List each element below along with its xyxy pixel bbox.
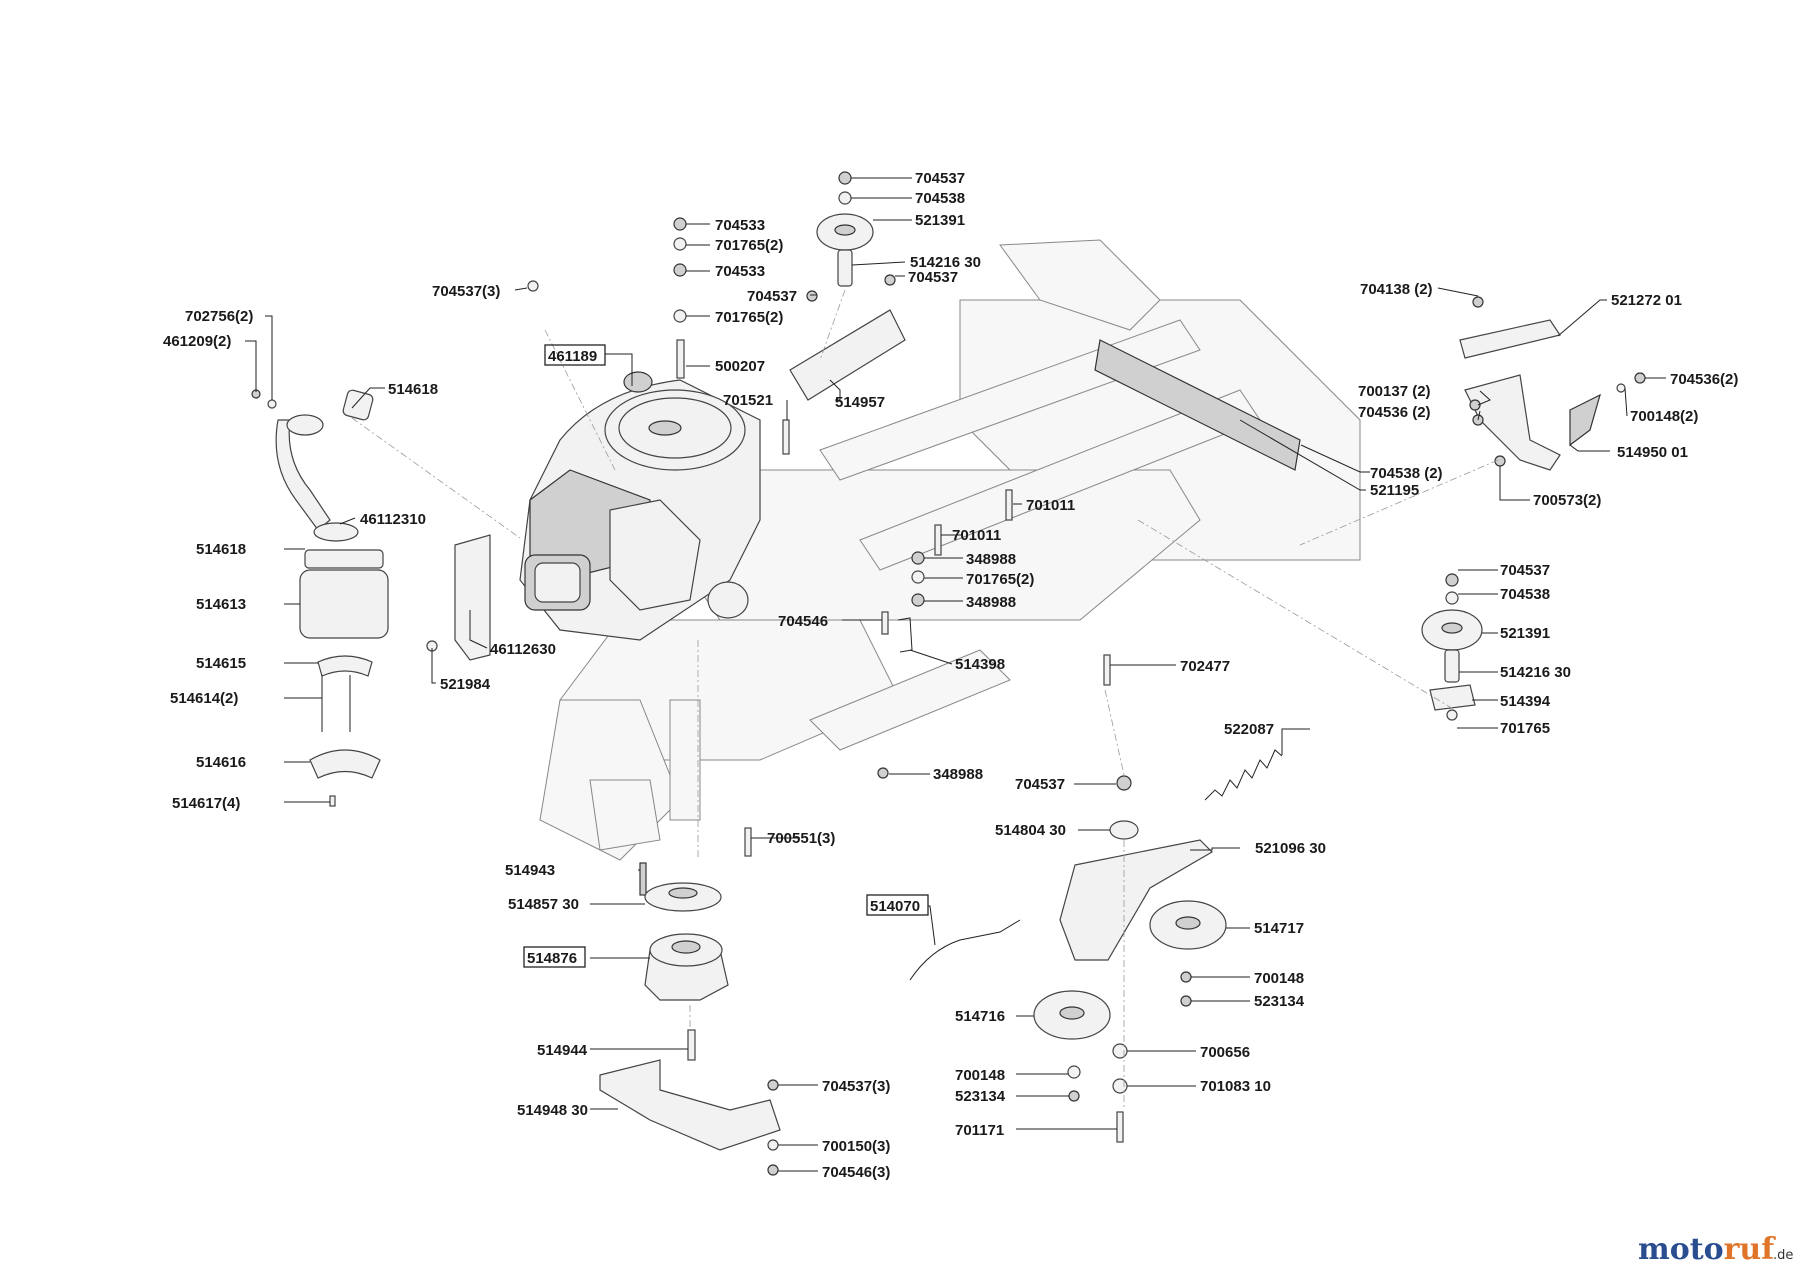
callout-32: 704546 <box>778 613 828 630</box>
brand-name-a: moto <box>1638 1232 1724 1267</box>
callout-66: 700148 <box>955 1067 1005 1084</box>
callout-0: 704537 <box>915 170 965 187</box>
callout-48: 514216 30 <box>1500 664 1571 681</box>
brand-name-b: ruf <box>1724 1232 1777 1267</box>
callout-12: 461209(2) <box>163 333 231 350</box>
callout-39: 704536(2) <box>1670 371 1738 388</box>
callout-20: 514613 <box>196 596 246 613</box>
callout-42: 704538 (2) <box>1370 465 1443 482</box>
callout-64: 514716 <box>955 1008 1005 1025</box>
callout-50: 701765 <box>1500 720 1550 737</box>
callout-14: 500207 <box>715 358 765 375</box>
callout-65: 700656 <box>1200 1044 1250 1061</box>
leader-lines <box>245 177 1666 1172</box>
callout-23: 514616 <box>196 754 246 771</box>
callout-labels: 704537 704538 521391 704533 701765(2) 70… <box>163 170 1738 1181</box>
callout-73: 700150(3) <box>822 1138 890 1155</box>
callout-55: 521096 30 <box>1255 840 1326 857</box>
callout-49: 514394 <box>1500 693 1551 710</box>
callout-58: 514857 30 <box>508 896 579 913</box>
callout-43: 521195 <box>1370 482 1419 499</box>
callout-60: 514876 <box>527 950 577 967</box>
callout-4: 701765(2) <box>715 237 783 254</box>
callout-53: 522087 <box>1224 721 1274 738</box>
callout-9: 704537 <box>747 288 797 305</box>
assembly-center-lines <box>351 289 1499 1110</box>
callout-69: 701171 <box>955 1122 1004 1139</box>
brand-logo: motoruf .de <box>1638 1232 1793 1267</box>
callout-37: 700137 (2) <box>1358 383 1431 400</box>
brand-suffix: .de <box>1773 1248 1793 1263</box>
callout-33: 514398 <box>955 656 1005 673</box>
callout-61: 514717 <box>1254 920 1304 937</box>
callout-27: 701011 <box>1026 497 1075 514</box>
callout-35: 704138 (2) <box>1360 281 1433 298</box>
hardware-parts <box>251 171 1646 1176</box>
callout-62: 700148 <box>1254 970 1304 987</box>
callout-54: 514804 30 <box>995 822 1066 839</box>
callout-7: 704537(3) <box>432 283 500 300</box>
callout-6: 514216 30 <box>910 254 981 271</box>
callout-67: 523134 <box>955 1088 1006 1105</box>
callout-17: 514618 <box>388 381 438 398</box>
callout-44: 700573(2) <box>1533 492 1601 509</box>
callout-31: 348988 <box>966 594 1016 611</box>
callout-21: 514615 <box>196 655 246 672</box>
callout-box-514070 <box>866 894 929 916</box>
callout-15: 514957 <box>835 394 885 411</box>
callout-59: 514070 <box>870 898 920 915</box>
callout-28: 701011 <box>952 527 1001 544</box>
callout-18: 46112310 <box>360 511 426 528</box>
callout-70: 514944 <box>537 1042 588 1059</box>
callout-68: 701083 10 <box>1200 1078 1271 1095</box>
callout-24: 514617(4) <box>172 795 240 812</box>
callout-box-461189 <box>544 344 606 366</box>
engine-illustration <box>519 371 761 641</box>
callout-57: 514943 <box>505 862 555 879</box>
callout-2: 521391 <box>915 212 965 229</box>
callout-36: 521272 01 <box>1611 292 1682 309</box>
callout-51: 348988 <box>933 766 983 783</box>
callout-72: 514948 30 <box>517 1102 588 1119</box>
callout-19: 514618 <box>196 541 246 558</box>
callout-11: 702756(2) <box>185 308 253 325</box>
callout-38: 704536 (2) <box>1358 404 1431 421</box>
callout-8: 704537 <box>908 269 958 286</box>
callout-41: 514950 01 <box>1617 444 1688 461</box>
callout-45: 704537 <box>1500 562 1550 579</box>
callout-13: 461189 <box>548 348 597 365</box>
callout-16: 701521 <box>723 392 773 409</box>
callout-47: 521391 <box>1500 625 1550 642</box>
callout-5: 704533 <box>715 263 765 280</box>
callout-22: 514614(2) <box>170 690 238 707</box>
callout-26: 521984 <box>440 676 491 693</box>
callout-52: 704537 <box>1015 776 1065 793</box>
callout-29: 348988 <box>966 551 1016 568</box>
callout-3: 704533 <box>715 217 765 234</box>
callout-56: 700551(3) <box>767 830 835 847</box>
callout-71: 704537(3) <box>822 1078 890 1095</box>
svg-text:motoruf: motoruf <box>1638 1232 1776 1267</box>
callout-25: 46112630 <box>490 641 556 658</box>
callout-box-514876 <box>523 946 586 968</box>
callout-1: 704538 <box>915 190 965 207</box>
exhaust-assembly <box>275 389 389 779</box>
callout-63: 523134 <box>1254 993 1305 1010</box>
callout-30: 701765(2) <box>966 571 1034 588</box>
callout-34: 702477 <box>1180 658 1230 675</box>
callout-74: 704546(3) <box>822 1164 890 1181</box>
callout-46: 704538 <box>1500 586 1550 603</box>
callout-40: 700148(2) <box>1630 408 1698 425</box>
callout-10: 701765(2) <box>715 309 783 326</box>
